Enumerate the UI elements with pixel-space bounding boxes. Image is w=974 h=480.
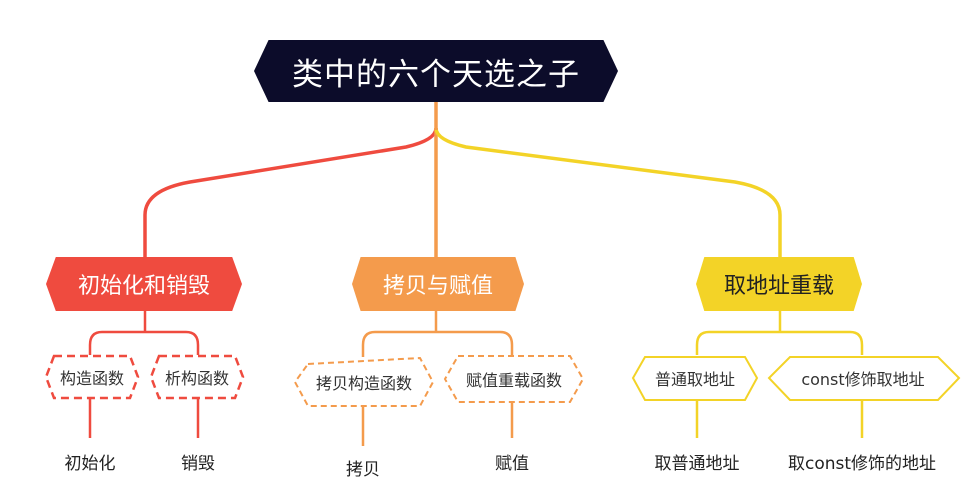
- leaf-destroy: 销毁: [181, 454, 215, 474]
- subtopic-label: 赋值重载函数: [465, 371, 562, 390]
- subtopic-label: 普通取地址: [654, 370, 735, 389]
- connector-cat3-subs: [695, 311, 864, 355]
- leaf-normal-address: 取普通地址: [654, 454, 740, 474]
- leaf-initialize: 初始化: [64, 454, 116, 474]
- category-address-overload: 取地址重载: [696, 257, 862, 311]
- category-copy-assign: 拷贝与赋值: [352, 257, 524, 311]
- category-init-destroy: 初始化和销毁: [46, 257, 242, 311]
- subtopic-destructor: 析构函数: [150, 355, 244, 399]
- connector-cat2-subs: [361, 311, 514, 357]
- sub-outline-4: [443, 355, 585, 403]
- sub-outline-6: [767, 356, 961, 401]
- leaf-copy: 拷贝: [346, 460, 380, 480]
- sub-outline-2: [149, 354, 245, 400]
- category-label: 取地址重载: [723, 274, 834, 299]
- category-label: 拷贝与赋值: [382, 274, 493, 299]
- sub-outline-5: [631, 356, 759, 401]
- leaf-const-address: 取const修饰的地址: [787, 454, 937, 474]
- category-label: 初始化和销毁: [77, 274, 210, 299]
- connector-root-cat1: [143, 127, 438, 258]
- subtopic-copy-constructor: 拷贝构造函数: [294, 357, 434, 407]
- root-node: 类中的六个天选之子: [254, 40, 618, 102]
- subtopic-label: 构造函数: [59, 369, 124, 388]
- connector-root-cat3: [434, 127, 782, 258]
- root-label: 类中的六个天选之子: [292, 56, 580, 93]
- subtopic-constructor: 构造函数: [45, 355, 139, 399]
- subtopic-assignment-overload: 赋值重载函数: [444, 355, 584, 403]
- sub-outline-3: [293, 356, 435, 407]
- connector-cat1-subs: [88, 311, 200, 355]
- subtopic-label: const修饰取地址: [801, 370, 925, 389]
- leaf-assign: 赋值: [495, 454, 529, 474]
- subtopic-label: 拷贝构造函数: [315, 374, 412, 393]
- subtopic-normal-address: 普通取地址: [632, 355, 758, 401]
- subtopic-const-address: const修饰取地址: [766, 355, 960, 401]
- sub-outline-1: [44, 354, 140, 400]
- subtopic-label: 析构函数: [164, 369, 229, 388]
